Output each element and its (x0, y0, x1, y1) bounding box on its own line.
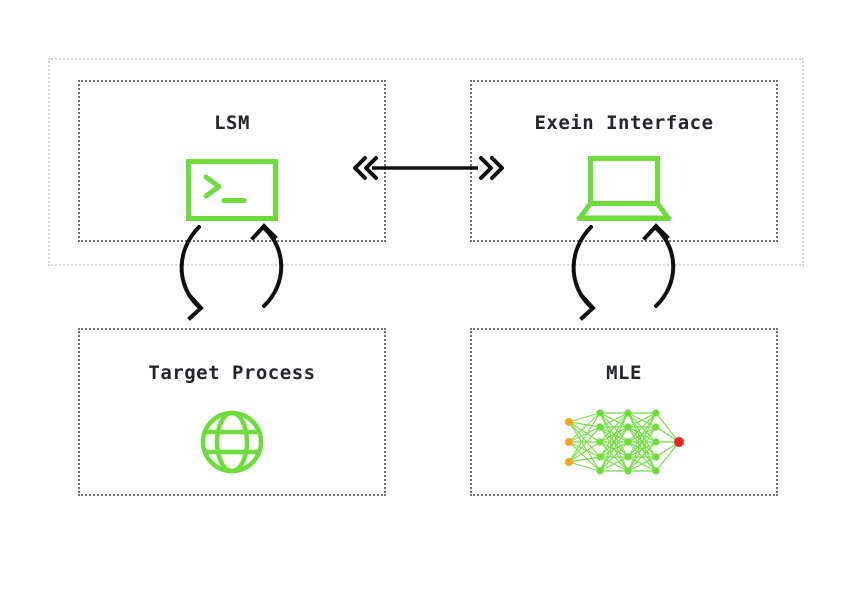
laptop-icon (472, 148, 776, 232)
node-box-target-process[interactable]: Target Process (78, 328, 386, 496)
node-box-mle[interactable]: MLE (470, 328, 778, 496)
neural-network-icon (472, 402, 776, 482)
node-label-mle: MLE (606, 362, 642, 384)
group-container-top (48, 58, 804, 266)
node-box-lsm[interactable]: LSM (78, 80, 386, 242)
node-box-exein-interface[interactable]: Exein Interface (470, 80, 778, 242)
node-label-lsm: LSM (214, 112, 250, 134)
node-label-exein-interface: Exein Interface (534, 112, 714, 134)
terminal-icon (80, 148, 384, 232)
node-label-target-process: Target Process (148, 362, 316, 384)
globe-icon (80, 402, 384, 482)
output-node (674, 437, 684, 447)
